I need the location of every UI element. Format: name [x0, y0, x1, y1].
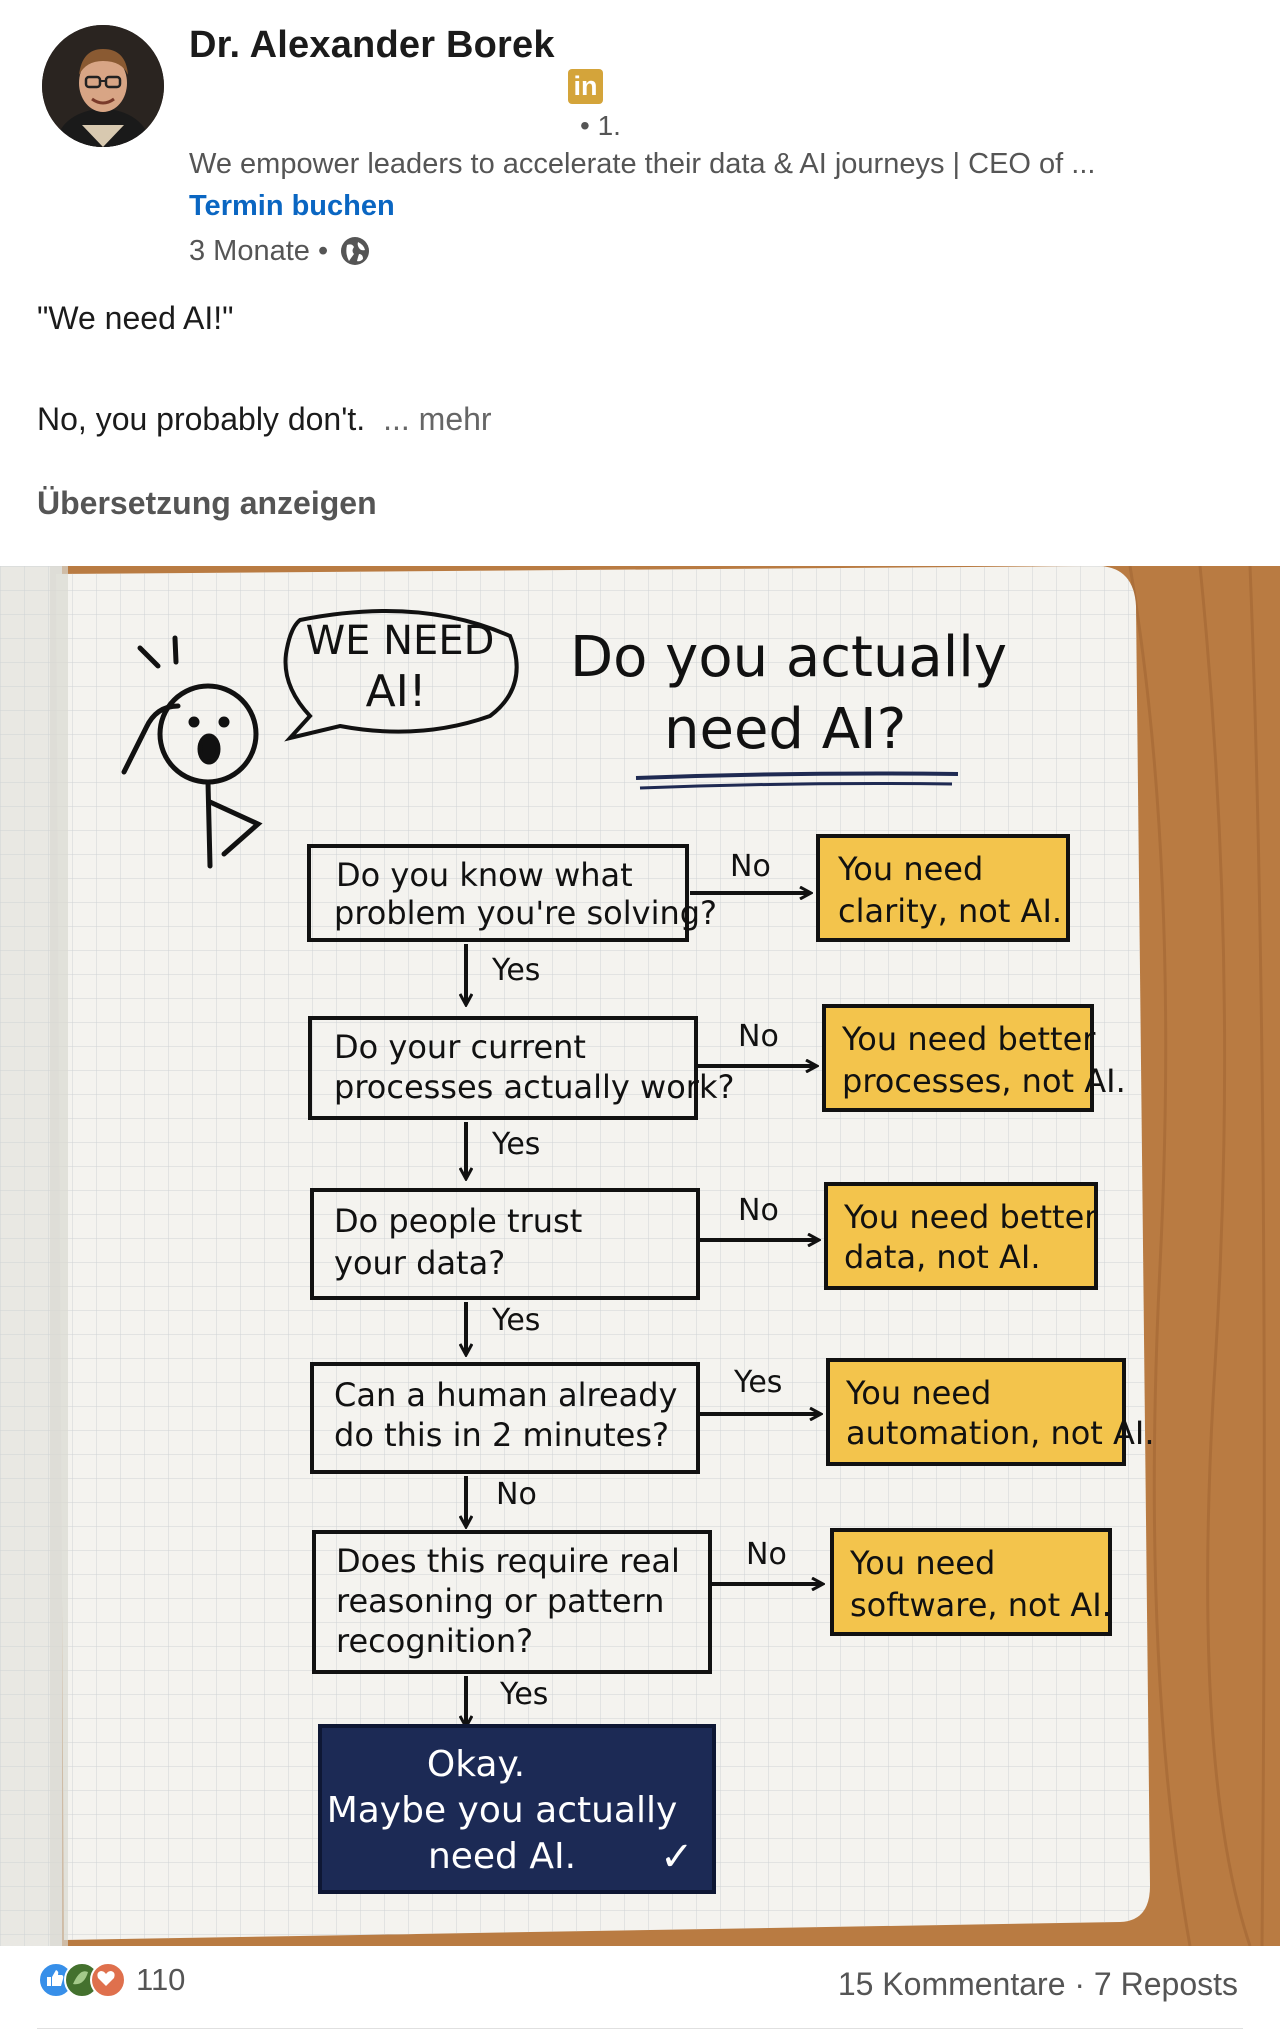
final-line-2: Maybe you actually	[327, 1790, 678, 1831]
flowchart-title-line-1: Do you actually	[570, 625, 1007, 690]
q3-edge: No	[738, 1193, 779, 1228]
see-more-link[interactable]: ... mehr	[383, 401, 492, 437]
r1-line-2: clarity, not AI.	[838, 892, 1062, 930]
comments-reposts-count[interactable]: 15 Kommentare · 7 Reposts	[837, 1966, 1238, 2002]
flowchart-title-line-2: need AI?	[664, 697, 906, 762]
q1-line-1: Do you know what	[336, 856, 633, 894]
r3-line-1: You need better	[843, 1198, 1098, 1236]
q5-down: Yes	[499, 1677, 548, 1712]
r4-line-1: You need	[845, 1374, 991, 1412]
reaction-count: 110	[136, 1962, 186, 1997]
r4-line-2: automation, not AI.	[846, 1414, 1155, 1452]
speech-line-2: AI!	[366, 666, 427, 717]
divider	[37, 2028, 1243, 2029]
author-name[interactable]: Dr. Alexander Borek	[189, 24, 555, 66]
q3-line-1: Do people trust	[334, 1202, 582, 1240]
post-text-line-2: No, you probably don't. ... mehr	[37, 401, 492, 438]
globe-icon	[341, 237, 370, 265]
r1-line-1: You need	[837, 850, 983, 888]
q5-line-1: Does this require real	[336, 1542, 680, 1580]
post-meta: 3 Monate •	[189, 234, 372, 268]
connection-degree: • 1.	[580, 110, 621, 141]
q1-line-2: problem you're solving?	[334, 894, 717, 932]
q3-line-2: your data?	[334, 1244, 505, 1282]
post-text: No, you probably don't.	[37, 401, 366, 437]
r5-line-2: software, not AI.	[850, 1586, 1112, 1624]
q5-edge: No	[746, 1537, 787, 1572]
author-avatar[interactable]	[42, 25, 164, 147]
q4-edge: Yes	[733, 1365, 782, 1400]
r2-line-2: processes, not AI.	[842, 1062, 1126, 1100]
reactions-summary[interactable]: 110	[38, 1962, 185, 1998]
q2-line-1: Do your current	[334, 1028, 586, 1066]
r3-line-2: data, not AI.	[844, 1238, 1041, 1276]
show-translation-button[interactable]: Übersetzung anzeigen	[37, 485, 377, 521]
q2-down: Yes	[491, 1127, 540, 1162]
q1-edge: No	[730, 849, 771, 884]
linkedin-badge-icon: in	[568, 69, 603, 104]
q4-down: No	[496, 1477, 537, 1512]
stressed-stick-figure-icon	[121, 635, 263, 869]
final-line-1: Okay.	[427, 1744, 525, 1785]
checkmark-icon: ✓	[660, 1834, 694, 1880]
post-text-line-1: "We need AI!"	[37, 300, 234, 336]
r5-line-1: You need	[849, 1544, 995, 1582]
speech-line-1: WE NEED	[306, 618, 495, 664]
q4-line-1: Can a human already	[334, 1376, 677, 1414]
q2-edge: No	[738, 1019, 779, 1054]
author-headline: We empower leaders to accelerate their d…	[189, 148, 1096, 180]
q4-line-2: do this in 2 minutes?	[334, 1416, 669, 1454]
final-line-3: need AI.	[428, 1836, 576, 1877]
post-time: 3 Monate •	[189, 234, 329, 267]
r2-line-1: You need better	[841, 1020, 1096, 1058]
q2-line-2: processes actually work?	[334, 1068, 734, 1106]
q3-down: Yes	[491, 1303, 540, 1338]
love-reaction-icon	[90, 1962, 126, 1998]
q1-down: Yes	[491, 953, 540, 988]
q5-line-3: recognition?	[336, 1622, 533, 1660]
book-appointment-link[interactable]: Termin buchen	[189, 190, 395, 222]
q5-line-2: reasoning or pattern	[336, 1582, 664, 1620]
post-image[interactable]: WE NEED AI! Do you actually need AI? Do …	[0, 566, 1280, 1946]
